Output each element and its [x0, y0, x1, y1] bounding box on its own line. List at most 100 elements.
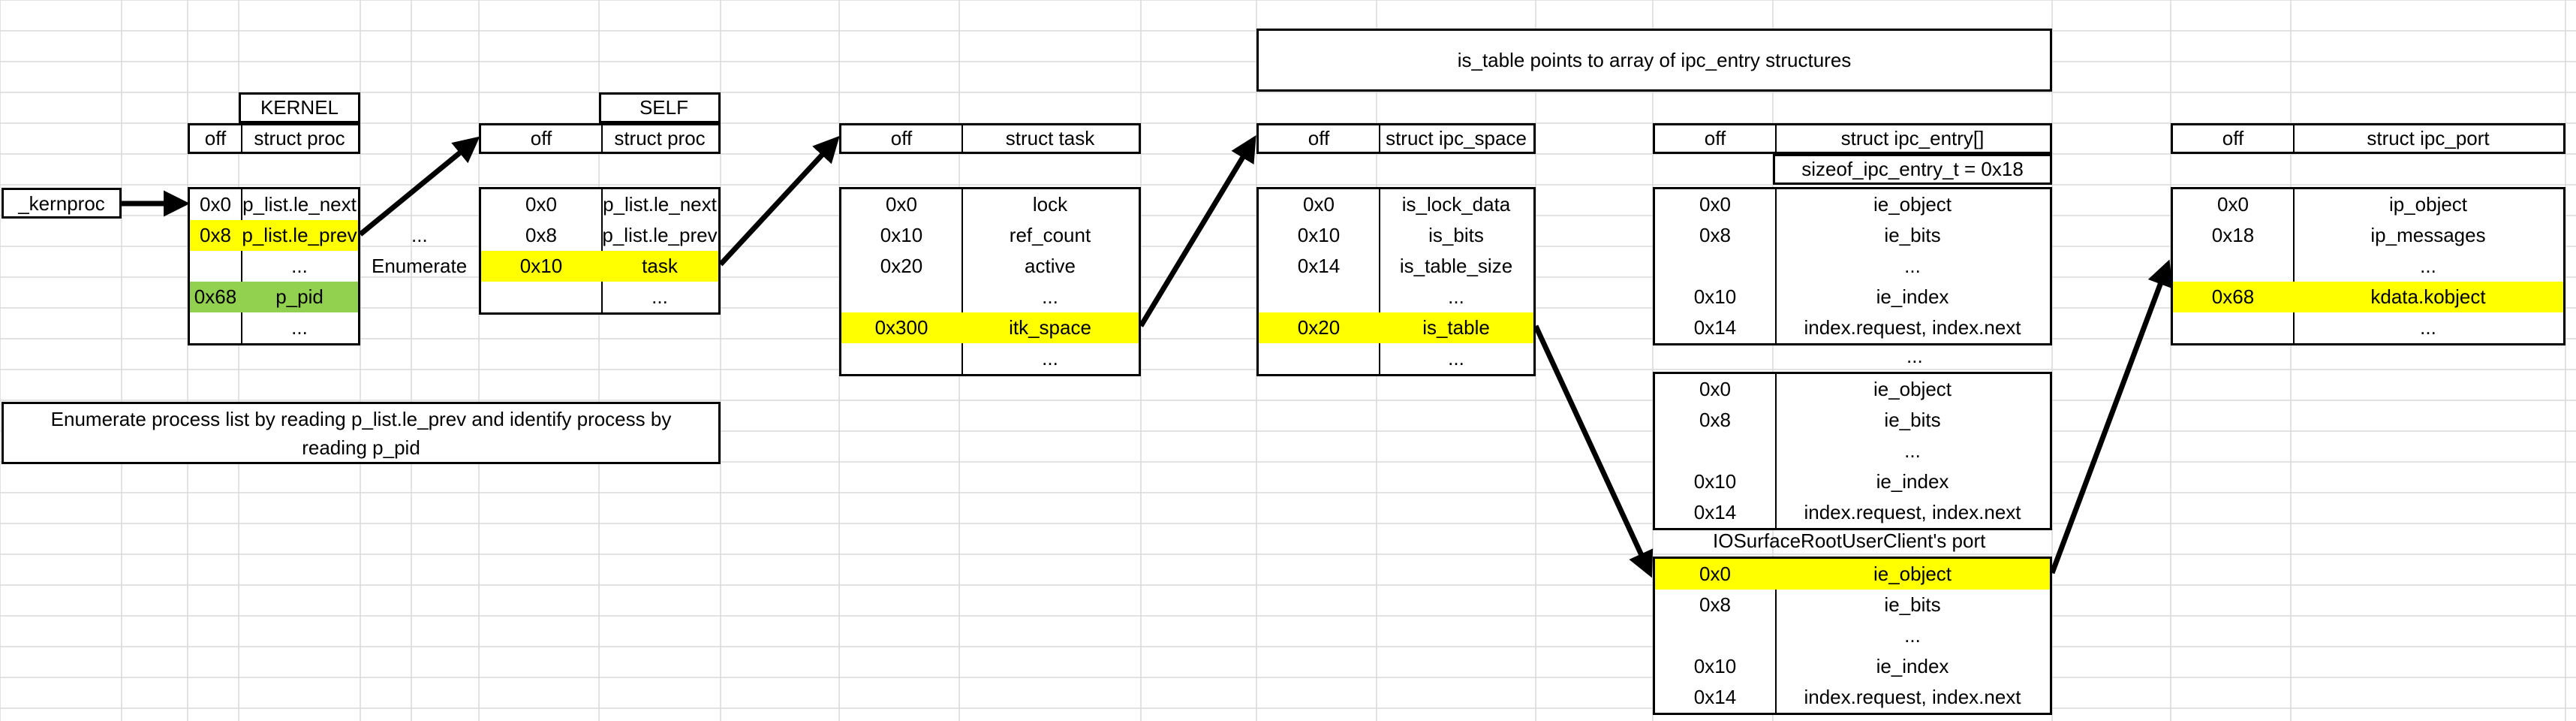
ipc-space-col-struct: struct ipc_space [1386, 127, 1527, 149]
ipc-entry-header-row: off struct ipc_entry[] [1653, 123, 2052, 154]
ipc-entry-block-2-row: 0x0 ie_object [1655, 374, 2050, 405]
field-cell: ie_object [1873, 378, 1952, 400]
offset-cell: 0x14 [1693, 316, 1737, 339]
field-cell: ... [1904, 255, 1921, 277]
field-cell: ... [2420, 316, 2436, 339]
self-proc-table-row: 0x0 p_list.le_next [481, 189, 718, 220]
field-cell: ... [291, 255, 308, 277]
ipc-entry-block-1-row: ... [1655, 251, 2050, 282]
ipc-entry-col-struct: struct ipc_entry[] [1840, 127, 1985, 149]
between-ellipsis: ... [411, 224, 428, 246]
offset-cell: 0x14 [1693, 686, 1737, 708]
field-cell: task [601, 251, 718, 282]
field-cell: ... [1448, 347, 1464, 370]
ipc-entry-between-ellipsis: ... [1906, 345, 1923, 367]
task-table-row: ... [841, 282, 1139, 312]
self-col-struct: struct proc [614, 127, 706, 149]
port-label: IOSurfaceRootUserClient's port [1713, 529, 1986, 552]
task-col-off: off [890, 127, 913, 149]
kernel-proc-table-row: ... [190, 251, 358, 282]
offset-cell: 0x8 [1699, 593, 1731, 616]
ipc-port-table-row: ... [2173, 312, 2563, 343]
kernel-title: KERNEL [239, 92, 360, 123]
task-table-row: ... [841, 343, 1139, 374]
ipc-space-col-off: off [1308, 127, 1330, 149]
note-is-table-text: is_table points to array of ipc_entry st… [1457, 49, 1852, 71]
kernel-title-text: KERNEL [260, 96, 339, 119]
offset-cell [1655, 251, 1775, 282]
ipc-entry-block-3-row: ... [1655, 620, 2050, 651]
offset-cell [1259, 282, 1379, 312]
offset-cell [1655, 436, 1775, 466]
offset-cell: 0x0 [200, 193, 231, 216]
field-cell: kdata.kobject [2293, 282, 2563, 312]
field-cell: index.request, index.next [1804, 686, 2021, 708]
ipc-entry-size-note: sizeof_ipc_entry_t = 0x18 [1773, 154, 2052, 185]
kernel-header-row: off struct proc [188, 123, 360, 154]
field-cell: ie_index [1876, 655, 1949, 677]
enumerate-label: Enumerate [372, 255, 468, 277]
ipc-entry-block-1-row: 0x8 ie_bits [1655, 220, 2050, 251]
task-col-struct: struct task [1005, 127, 1095, 149]
offset-cell: 0x0 [1655, 559, 1775, 590]
note-is-table: is_table points to array of ipc_entry st… [1256, 29, 2052, 92]
offset-cell: 0x14 [1297, 255, 1341, 277]
field-cell: ie_index [1876, 470, 1949, 493]
offset-cell: 0x68 [190, 282, 241, 312]
ipc-entry-col-off: off [1704, 127, 1726, 149]
field-cell: ie_bits [1884, 224, 1941, 246]
self-title-text: SELF [639, 96, 688, 119]
field-cell: active [1025, 255, 1076, 277]
offset-cell: 0x10 [481, 251, 601, 282]
note-enumerate-text: Enumerate process list by reading p_list… [50, 407, 672, 459]
task-table-row: 0x0 lock [841, 189, 1139, 220]
offset-cell: 0x0 [1699, 378, 1731, 400]
offset-cell [1655, 620, 1775, 651]
field-cell: p_list.le_next [603, 193, 717, 216]
offset-cell [841, 282, 961, 312]
field-cell: p_list.le_next [242, 193, 357, 216]
kernel-col-struct: struct proc [254, 127, 345, 149]
self-col-off: off [530, 127, 552, 149]
kernel-proc-table-row: 0x0 p_list.le_next [190, 189, 358, 220]
offset-cell: 0x10 [1297, 224, 1341, 246]
field-cell: ... [1904, 439, 1921, 462]
field-cell: ie_object [1873, 193, 1952, 216]
offset-cell: 0x14 [1693, 501, 1737, 523]
kernel-col-off: off [204, 127, 227, 149]
self-header-row: off struct proc [479, 123, 721, 154]
field-cell: ... [291, 316, 308, 339]
offset-cell: 0x10 [1693, 655, 1737, 677]
offset-cell: 0x20 [1259, 312, 1379, 343]
note-enumerate: Enumerate process list by reading p_list… [2, 402, 721, 464]
offset-cell [2173, 312, 2293, 343]
offset-cell: 0x8 [1699, 224, 1731, 246]
self-proc-table-row: ... [481, 282, 718, 312]
offset-cell [841, 343, 961, 374]
offset-cell: 0x0 [525, 193, 557, 216]
field-cell: lock [1032, 193, 1068, 216]
offset-cell: 0x10 [880, 224, 923, 246]
field-cell: is_table_size [1399, 255, 1513, 277]
offset-cell [1259, 343, 1379, 374]
offset-cell [2173, 251, 2293, 282]
field-cell: ref_count [1009, 224, 1091, 246]
offset-cell: 0x300 [841, 312, 961, 343]
field-cell: ie_index [1876, 285, 1949, 308]
offset-cell: 0x0 [886, 193, 917, 216]
